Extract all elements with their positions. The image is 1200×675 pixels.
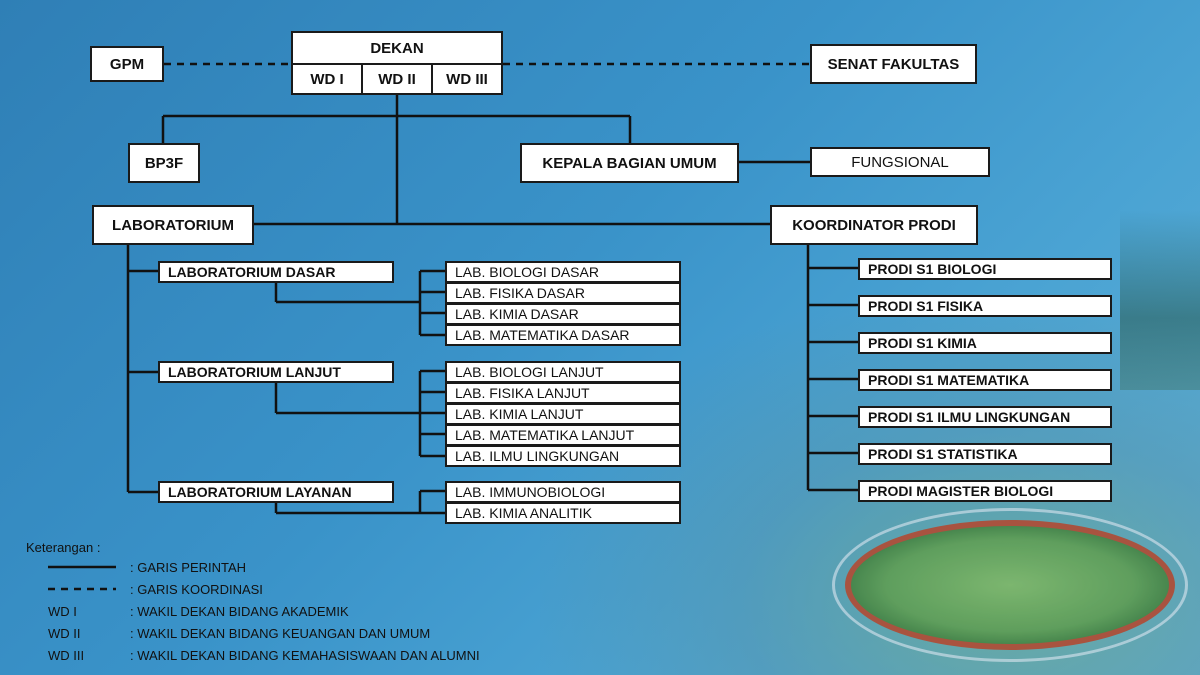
prodi-item: PRODI S1 FISIKA [858, 295, 1112, 317]
legend-value: : WAKIL DEKAN BIDANG KEUANGAN DAN UMUM [130, 626, 431, 641]
lab-item: LAB. KIMIA DASAR [445, 303, 681, 325]
prodi-item: PRODI S1 BIOLOGI [858, 258, 1112, 280]
legend-garis-perintah: : GARIS PERINTAH [130, 560, 247, 575]
prodi-item: PRODI S1 ILMU LINGKUNGAN [858, 406, 1112, 428]
legend-value: : WAKIL DEKAN BIDANG AKADEMIK [130, 604, 349, 619]
gpm-box: GPM [90, 46, 164, 82]
wd1-box: WD I [291, 63, 363, 95]
legend-garis-koordinasi: : GARIS KOORDINASI [130, 582, 263, 597]
prodi-item: PRODI S1 KIMIA [858, 332, 1112, 354]
wd3-box: WD III [431, 63, 503, 95]
dekan-box: DEKAN [291, 31, 503, 65]
prodi-item: PRODI S1 MATEMATIKA [858, 369, 1112, 391]
laboratorium-dasar-box: LABORATORIUM DASAR [158, 261, 394, 283]
laboratorium-lanjut-box: LABORATORIUM LANJUT [158, 361, 394, 383]
lab-item: LAB. MATEMATIKA DASAR [445, 324, 681, 346]
koordinator-prodi-box: KOORDINATOR PRODI [770, 205, 978, 245]
legend-key: WD III [48, 648, 85, 663]
fungsional-box: FUNGSIONAL [810, 147, 990, 177]
senat-fakultas-box: SENAT FAKULTAS [810, 44, 977, 84]
prodi-item: PRODI MAGISTER BIOLOGI [858, 480, 1112, 502]
lab-item: LAB. BIOLOGI DASAR [445, 261, 681, 283]
lab-item: LAB. FISIKA LANJUT [445, 382, 681, 404]
bp3f-box: BP3F [128, 143, 200, 183]
wd2-box: WD II [361, 63, 433, 95]
lab-item: LAB. KIMIA ANALITIK [445, 502, 681, 524]
legend-key: WD I [48, 604, 77, 619]
laboratorium-layanan-box: LABORATORIUM LAYANAN [158, 481, 394, 503]
lab-item: LAB. KIMIA LANJUT [445, 403, 681, 425]
legend-title: Keterangan : [26, 540, 101, 555]
kepala-bagian-umum-box: KEPALA BAGIAN UMUM [520, 143, 739, 183]
laboratorium-box: LABORATORIUM [92, 205, 254, 245]
lab-item: LAB. BIOLOGI LANJUT [445, 361, 681, 383]
lab-item: LAB. IMMUNOBIOLOGI [445, 481, 681, 503]
legend-key: WD II [48, 626, 81, 641]
lab-item: LAB. ILMU LINGKUNGAN [445, 445, 681, 467]
legend-value: : WAKIL DEKAN BIDANG KEMAHASISWAAN DAN A… [130, 648, 480, 663]
lab-item: LAB. MATEMATIKA LANJUT [445, 424, 681, 446]
lab-item: LAB. FISIKA DASAR [445, 282, 681, 304]
prodi-item: PRODI S1 STATISTIKA [858, 443, 1112, 465]
